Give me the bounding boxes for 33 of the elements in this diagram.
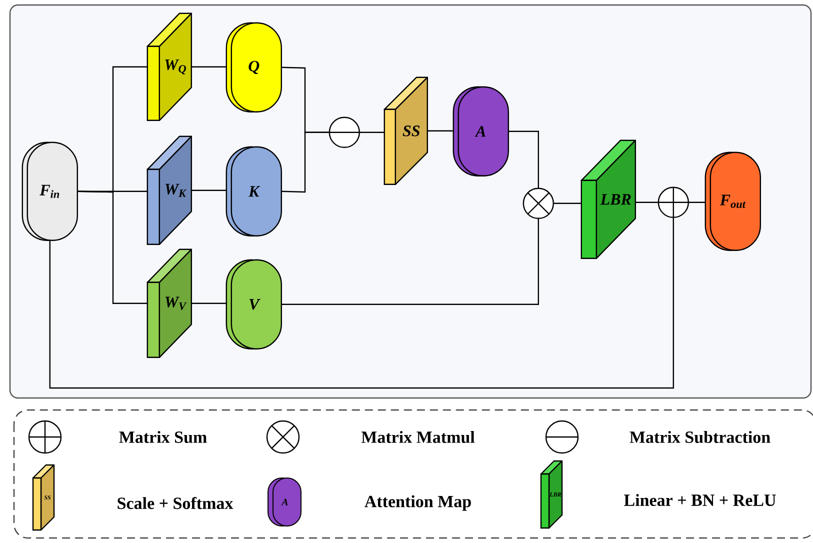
layer-block: W$_{V}$: [146, 248, 192, 358]
connector-line: [192, 302, 226, 304]
layer-block: W$_{K}$: [146, 136, 192, 245]
subtraction-symbol: [328, 116, 360, 148]
feature-block: A: [452, 86, 510, 176]
connector-line: [49, 218, 674, 389]
connector-line: [688, 202, 706, 203]
legend-text: Scale + Softmax: [118, 496, 234, 510]
matmul-symbol: [522, 188, 554, 219]
connector-line: [554, 202, 582, 204]
layer-block: SS: [384, 76, 428, 185]
connector-line: [636, 202, 658, 203]
connector-line: [282, 132, 330, 193]
connector-line: [360, 132, 384, 133]
sum-symbol: [658, 186, 689, 218]
feature-block: V: [226, 259, 282, 350]
legend-text: Matrix Subtraction: [630, 431, 770, 443]
connector-line: [78, 190, 148, 304]
feature-block: K: [226, 146, 282, 236]
feature-block: F$_{in}$: [22, 142, 78, 241]
legend-text: Matrix Sum: [119, 431, 207, 443]
feature-block: Q: [226, 22, 282, 112]
connector-line: [508, 130, 539, 188]
legend-text: Attention Map: [364, 495, 471, 511]
legend-text: Matrix Matmul: [361, 431, 475, 443]
layer-block: LBR: [580, 140, 636, 259]
legend-text: Linear + BN + ReLU: [624, 494, 776, 506]
layer-block: W$_{Q}$: [146, 12, 192, 121]
connector-line: [192, 66, 226, 68]
feature-block: F$_{out}$: [704, 152, 762, 251]
connector-line: [192, 190, 226, 191]
connector-line: [282, 218, 539, 305]
connector-line: [428, 130, 454, 132]
